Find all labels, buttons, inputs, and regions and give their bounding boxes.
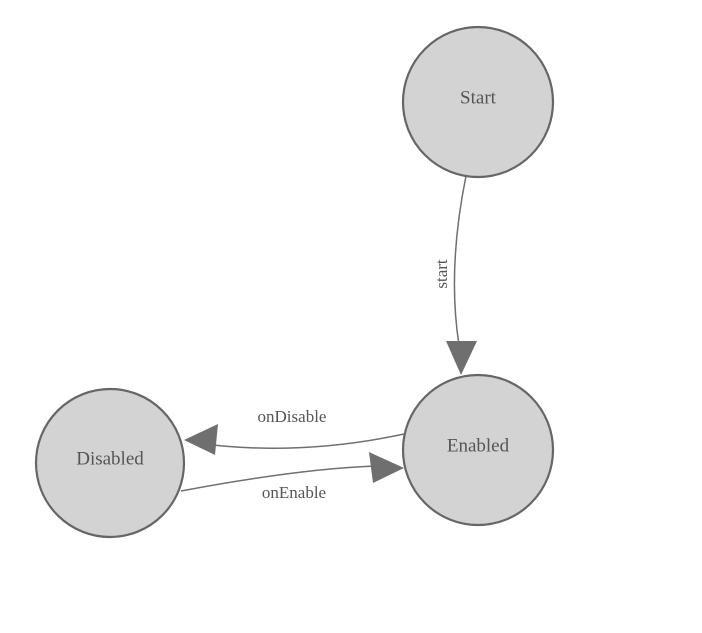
edge-disabled-to-enabled-arrowhead xyxy=(369,452,404,483)
node-start-circle xyxy=(401,25,555,179)
node-start-label: Start xyxy=(460,87,497,108)
edge-enabled-to-disabled-arrowhead xyxy=(184,424,218,455)
edge-start-to-enabled-label: start xyxy=(432,259,451,289)
node-start[interactable]: Start xyxy=(401,25,555,179)
edge-enabled-to-disabled[interactable]: onDisable xyxy=(184,407,405,455)
edge-start-to-enabled-path xyxy=(453,175,467,346)
edge-start-to-enabled-arrowhead xyxy=(446,341,477,375)
edge-enabled-to-disabled-label: onDisable xyxy=(258,407,327,426)
edge-disabled-to-enabled-path xyxy=(180,465,377,492)
edge-disabled-to-enabled-label: onEnable xyxy=(262,483,326,502)
node-enabled-circle xyxy=(401,373,555,527)
node-disabled-circle xyxy=(34,387,186,539)
edge-disabled-to-enabled[interactable]: onEnable xyxy=(180,452,404,502)
edge-start-to-enabled[interactable]: start xyxy=(432,175,477,375)
node-disabled-label: Disabled xyxy=(76,448,144,469)
node-disabled[interactable]: Disabled xyxy=(34,387,186,539)
node-enabled[interactable]: Enabled xyxy=(401,373,555,527)
edge-enabled-to-disabled-path xyxy=(195,433,405,450)
node-enabled-label: Enabled xyxy=(447,435,510,456)
